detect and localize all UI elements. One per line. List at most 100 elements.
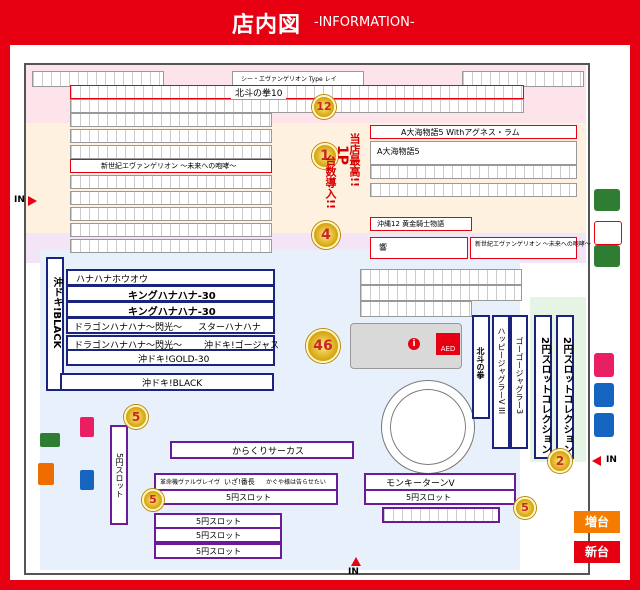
bank-a-umi-agnes: A大海物語5 Withアグネス・ラム [370,125,577,139]
label-monkey: モンキーターンV [386,479,455,489]
bank-go5-vertical: 5円スロット [110,425,128,525]
bank-2 [70,99,524,113]
legend-zoudai: 増台 [574,511,620,533]
entrance-bottom-label: IN [348,567,359,577]
page-subtitle: -INFORMATION- [314,15,415,30]
entrance-left-label: IN [14,195,25,205]
escalator-icon [40,433,60,447]
bank-hokuto10: 北斗の拳10 [70,85,524,99]
label-hokuto: 北斗の拳 [476,347,485,379]
bank-gogo-jug: ゴーゴージャグラー3 [510,315,528,449]
bank-go5-e: 5円スロット [154,543,282,559]
bank-11 [370,183,577,197]
food-icon [38,463,54,485]
bank-hokuto: 北斗の拳 [472,315,490,419]
bank-mid-right-2 [360,285,522,301]
bank-10 [70,191,272,205]
aed-box: AED [436,333,460,355]
bank-king30-b: キングハナハナ-30 [66,301,275,318]
label-hana-hooh: ハナハナホウオウ [76,275,149,285]
entrance-right-label: IN [606,455,617,465]
bank-go5-b: 5円スロット [154,489,338,505]
label-go5-f: 5円スロット [406,493,452,502]
label-go5-c: 5円スロット [196,517,242,526]
medal-4: 4 [312,221,340,249]
label-slot2-a: 2円スロットコレクション [539,337,550,454]
medal-5a: 5 [124,405,148,429]
label-okidoki-gold: 沖ドキ!GOLD-30 [138,355,210,365]
bank-shin-eva-2: 新世紀エヴァンゲリオン ～未来への咆哮～ [470,237,591,259]
bank-okinawa12: 沖縄12 黄金騎士物語 [370,217,472,231]
label-iwa: いざ!番長 [224,478,255,486]
bank-happy-jug: ハッピージャグラーV III [492,315,510,449]
bank-14 [70,239,272,253]
bank-12 [70,207,272,221]
label-go5-vertical: 5円スロット [115,453,124,499]
bank-kaiju-iwa-kaguya: 革命機ヴァルヴレイヴ いざ!番長 かぐや様は告らせたい [154,473,338,491]
label-a-umi-agnes: A大海物語5 Withアグネス・ラム [401,128,520,137]
coffee-icon [594,221,622,245]
medal-2: 2 [548,449,572,473]
label-dragon-a: ドラゴンハナハナ～閃光～ [74,323,183,333]
bank-hibiki: 響 [370,237,468,259]
label-kaiju: 革命機ヴァルヴレイヴ [160,479,221,486]
top-bank-right [462,71,584,87]
bank-go5-g [382,507,500,523]
label-king30-b: キングハナハナ-30 [128,307,216,318]
medal-5c: 5 [514,497,536,519]
bank-okidoki-vertical: 沖ドキ!BLACK [46,257,64,391]
restroom-m-right-icon [594,383,614,407]
label-star-hana: スターハナハナ [198,323,261,333]
bank-go5-d: 5円スロット [154,527,282,543]
bank-karakuri: からくりサーカス [170,441,354,459]
label-okinawa12: 沖縄12 黄金騎士物語 [377,220,445,228]
label-a-umi-5: A大海物語5 [377,147,420,156]
legend-shindai: 新台 [574,541,620,563]
medal-1: 1 [312,143,338,169]
accessible-restroom-icon [594,413,614,437]
restroom-m [80,470,94,490]
info-icon: i [408,338,420,350]
medal-46: 46 [306,329,340,363]
bank-okidoki-gold: 沖ドキ!GOLD-30 [66,349,275,366]
label-shin-eva-2: 新世紀エヴァンゲリオン ～未来への咆哮～ [475,241,591,248]
entrance-right-arrow [592,456,601,466]
label-king30-a: キングハナハナ-30 [128,291,216,302]
label-shin-eva-tokai: 新世紀エヴァンゲリオン ～未来への咆哮～ [101,162,237,170]
smoking-area-icon [594,189,620,211]
label-okidoki-gojasu: 沖ドキ!ゴージャス [204,341,279,351]
bank-5 [70,129,272,143]
bank-3 [70,113,272,127]
label-go5-b: 5円スロット [226,493,272,502]
page-title: 店内図 [232,13,302,38]
bank-king30-a: キングハナハナ-30 [66,285,275,302]
medal-5b: 5 [142,489,164,511]
bank-go5-f: 5円スロット [364,489,516,505]
promo-line2: 1P [334,145,350,166]
label-go5-e: 5円スロット [196,547,242,556]
entrance-left-arrow [28,196,37,206]
label-okidoki-vertical: 沖ドキ!BLACK [51,277,62,349]
promo-line1: 当店最高!! [348,133,361,188]
medal-12: 12 [312,95,336,119]
label-gogo: ゴーゴージャグラー3 [515,337,524,415]
bank-mid-right-3 [360,301,472,317]
restroom-f [80,417,94,437]
label-karakuri: からくりサーカス [232,447,305,457]
bank-8 [370,165,577,179]
bank-13 [70,223,272,237]
header: 店内図 -INFORMATION- [0,0,640,45]
label-hibiki: 響 [379,243,387,252]
label-dragon-b: ドラゴンハナハナ～閃光～ [74,341,183,351]
outer-wall [24,63,590,575]
label-hokuto10: 北斗の拳10 [231,86,287,99]
bank-a-umi-5: A大海物語5 [370,141,577,165]
label-eva-rei: シー・エヴァンゲリオン Type レイ [241,76,337,83]
promo-line3: 台数導入!! [324,155,337,210]
round-island [382,381,474,473]
bank-mid-right-1 [360,269,522,285]
bank-slot2-b: 2円スロットコレクション [556,315,574,459]
label-okidoki-horizontal: 沖ドキ!BLACK [142,379,203,389]
bank-dragon-star: ドラゴンハナハナ～閃光～ スターハナハナ [66,317,275,334]
bank-shin-eva-tokai: 新世紀エヴァンゲリオン ～未来への咆哮～ [70,159,272,173]
